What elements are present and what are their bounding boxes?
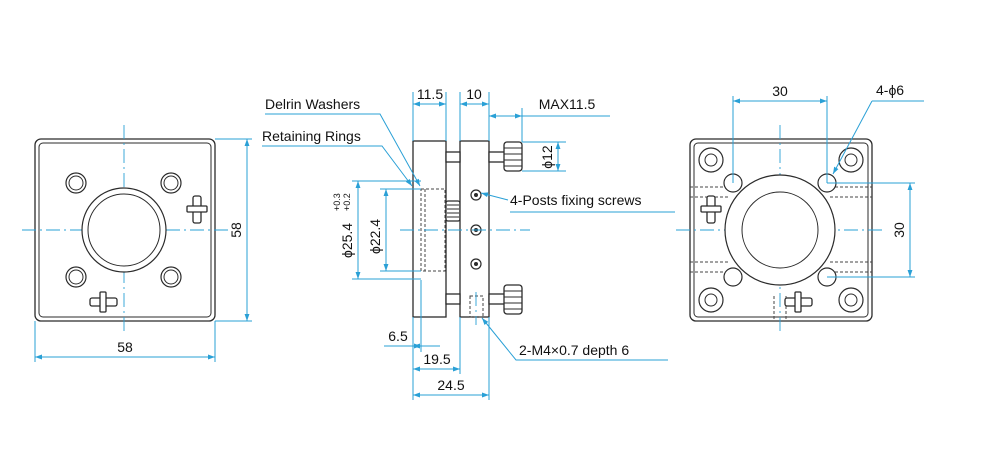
rear-view: 30 4-ϕ6 30: [676, 82, 924, 334]
side-top-shaft: [445, 151, 461, 163]
front-view: 58 58: [22, 125, 252, 362]
dim-6-5: 6.5: [388, 328, 408, 344]
rear-dim-holes: 4-ϕ6: [876, 82, 904, 98]
side-top-knob: [503, 141, 523, 172]
front-aperture-outer: [81, 187, 167, 273]
retaining-rings-callout: Retaining Rings: [262, 128, 361, 144]
delrin-washers-callout: Delrin Washers: [265, 96, 360, 112]
dim-phi12: ϕ12: [539, 145, 555, 169]
dim-10: 10: [466, 86, 482, 102]
side-spring: [445, 200, 461, 222]
front-plate-bevel: [38, 142, 212, 318]
side-view: Delrin Washers Retaining Rings 11.5 10 M…: [262, 86, 675, 400]
rear-aperture-inner: [741, 191, 819, 269]
front-width-dim: 58: [117, 339, 133, 355]
rear-lock-screw-bottom: [784, 291, 813, 313]
rear-dim-30-top: 30: [772, 83, 788, 99]
side-bottom-shaft: [445, 293, 461, 305]
side-bottom-knob: [503, 284, 523, 315]
dim-24-5: 24.5: [437, 377, 464, 393]
side-post-screws: [470, 189, 482, 270]
front-lock-screw-right: [186, 195, 208, 224]
side-thread-hole: [469, 295, 484, 318]
dim-outer-tol-lower: +0.2: [342, 193, 352, 211]
rear-dim-30-right: 30: [891, 222, 907, 238]
side-optic-bore: [420, 188, 446, 272]
thread-callout: 2-M4×0.7 depth 6: [519, 342, 629, 358]
dim-max: MAX11.5: [539, 96, 596, 112]
dim-inner-dia: ϕ22.4: [367, 219, 383, 254]
side-bottom-knob-collar: [488, 293, 506, 305]
dim-outer-tol-upper: +0.3: [332, 193, 342, 211]
side-top-knob-collar: [488, 151, 506, 163]
front-height-dim: 58: [228, 222, 244, 238]
front-lock-screw-bottom: [89, 291, 118, 313]
side-front-plate: [412, 140, 447, 318]
posts-callout: 4-Posts fixing screws: [510, 192, 641, 208]
front-aperture-inner: [87, 193, 161, 267]
dim-19-5: 19.5: [423, 351, 450, 367]
rear-corner-holes: [698, 147, 864, 313]
dim-outer-dia: ϕ25.4: [339, 223, 355, 258]
front-holes: [65, 172, 182, 288]
dim-11-5: 11.5: [417, 86, 443, 102]
rear-lock-screw-left: [700, 195, 722, 224]
rear-aperture-outer: [724, 174, 836, 286]
